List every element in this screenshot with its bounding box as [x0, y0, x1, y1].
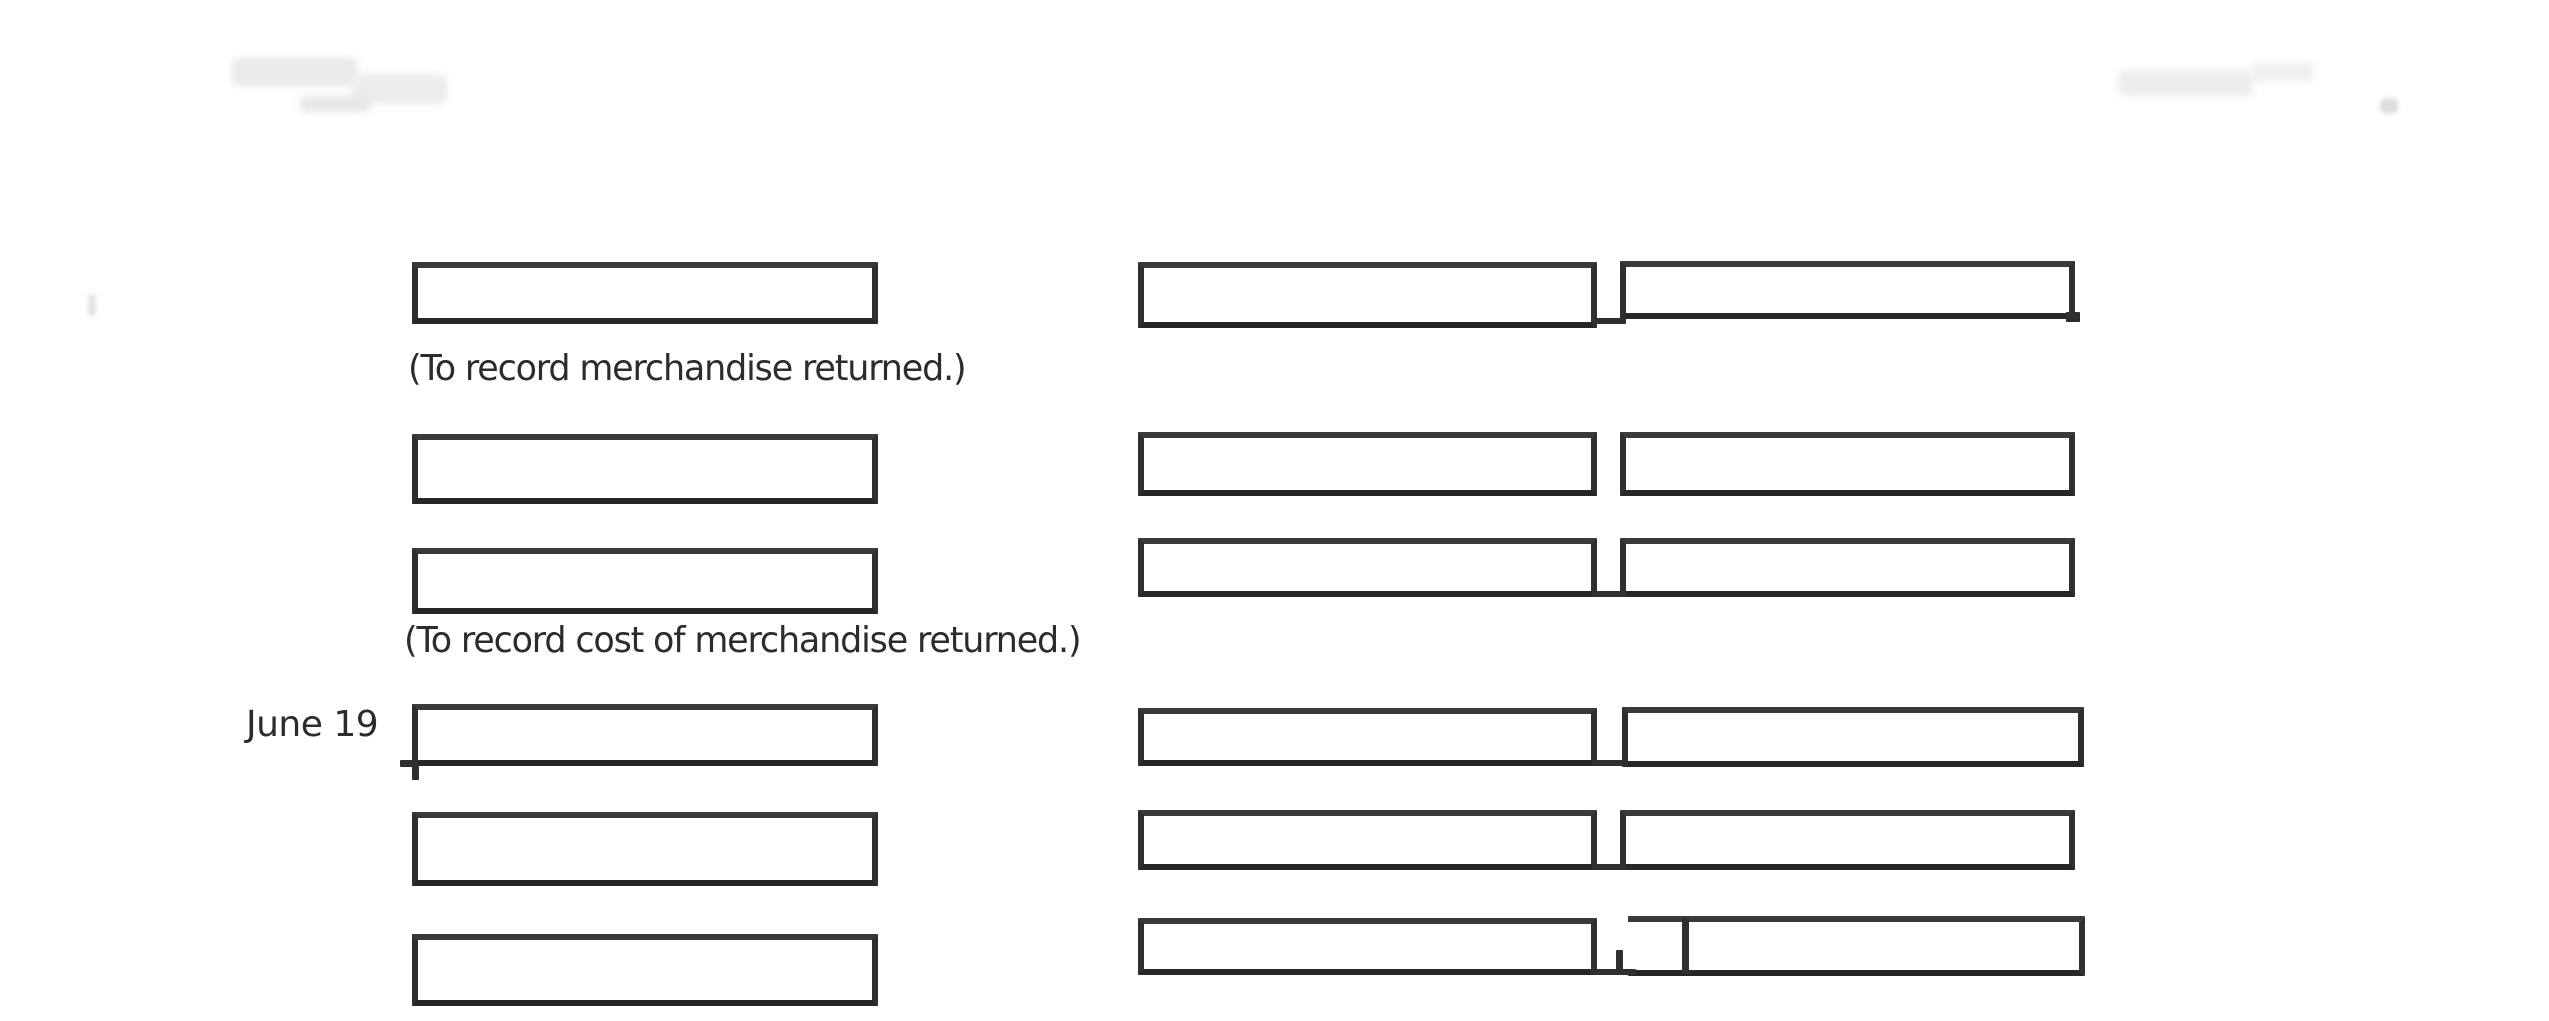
scan-artifact: [1682, 918, 1689, 974]
credit-amount-field[interactable]: [1620, 432, 2075, 496]
account-title-field[interactable]: [412, 548, 878, 614]
scan-smudge: [232, 58, 357, 86]
scan-artifact: [1590, 969, 1636, 975]
account-title-field[interactable]: [412, 434, 878, 504]
scan-artifact: [2066, 312, 2080, 322]
scan-artifact: [1592, 864, 1626, 870]
credit-amount-field[interactable]: [1620, 810, 2075, 870]
scan-artifact: [1592, 760, 1628, 766]
credit-amount-field[interactable]: [1620, 261, 2075, 319]
entry-date-label: June 19: [246, 704, 379, 745]
credit-amount-field[interactable]: [1622, 707, 2084, 767]
account-title-field[interactable]: [412, 812, 878, 886]
scan-artifact: [1616, 950, 1623, 974]
entry-caption: (To record cost of merchandise returned.…: [404, 620, 1082, 661]
scan-smudge: [88, 294, 96, 316]
scan-smudge: [2380, 98, 2398, 114]
credit-amount-field[interactable]: [1628, 916, 2085, 976]
account-title-field[interactable]: [412, 262, 878, 324]
scan-artifact: [400, 760, 418, 767]
debit-amount-field[interactable]: [1138, 262, 1597, 328]
debit-amount-field[interactable]: [1138, 432, 1597, 496]
debit-amount-field[interactable]: [1138, 918, 1597, 975]
debit-amount-field[interactable]: [1138, 538, 1597, 597]
scan-smudge: [2252, 62, 2314, 82]
scan-smudge: [2118, 70, 2253, 96]
account-title-field[interactable]: [412, 934, 878, 1006]
scan-smudge: [300, 96, 370, 112]
credit-amount-field[interactable]: [1620, 538, 2075, 597]
entry-caption: (To record merchandise returned.): [408, 348, 967, 389]
scan-artifact: [1592, 591, 1626, 597]
debit-amount-field[interactable]: [1138, 708, 1597, 766]
scan-artifact: [412, 766, 419, 780]
debit-amount-field[interactable]: [1138, 810, 1597, 870]
account-title-field[interactable]: [412, 704, 878, 766]
scan-artifact: [1592, 318, 1626, 324]
